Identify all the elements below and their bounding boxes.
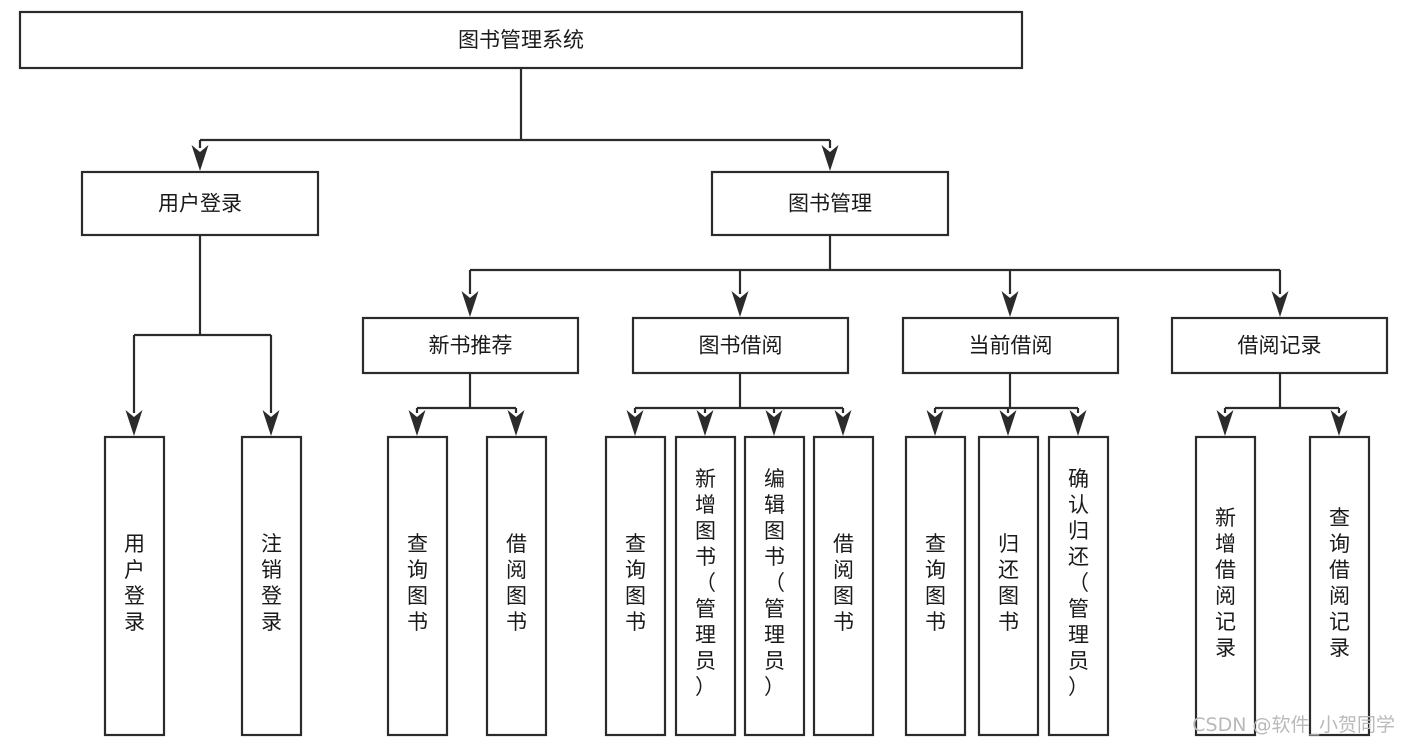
node-layer: 图书管理系统用户登录图书管理新书推荐图书借阅当前借阅借阅记录用户登录注销登录查询… — [18, 10, 1389, 737]
arrowhead-icon — [926, 410, 944, 436]
node-label: 新书推荐 — [429, 334, 513, 358]
node-box[interactable] — [485, 435, 548, 737]
connector-borrow-record — [1216, 373, 1348, 436]
arrowhead-icon — [1216, 410, 1234, 436]
node-box[interactable] — [103, 435, 166, 737]
node-leaf-leaf-query-book-borrow[interactable]: 查询图书 — [604, 435, 667, 737]
node-label: 图书借阅 — [699, 334, 783, 358]
node-box[interactable] — [812, 435, 875, 737]
arrowhead-icon — [765, 410, 783, 436]
node-leaf-leaf-borrow-book[interactable]: 借阅图书 — [812, 435, 875, 737]
node-box[interactable] — [1194, 435, 1257, 737]
arrowhead-icon — [731, 291, 749, 317]
arrowhead-icon — [191, 145, 209, 171]
node-leaf-leaf-logout[interactable]: 注销登录 — [240, 435, 303, 737]
node-label: 借阅图书 — [833, 532, 854, 634]
node-box[interactable] — [674, 435, 737, 737]
node-box[interactable] — [710, 170, 950, 237]
node-box[interactable] — [901, 316, 1120, 375]
node-level2-book-manage[interactable]: 图书管理 — [710, 170, 950, 237]
node-box[interactable] — [904, 435, 967, 737]
arrowhead-icon — [834, 410, 852, 436]
node-box[interactable] — [977, 435, 1040, 737]
node-box[interactable] — [240, 435, 303, 737]
node-leaf-leaf-confirm-return[interactable]: 确认归还（管理员） — [1047, 435, 1110, 737]
node-label: 注销登录 — [261, 532, 282, 634]
arrowhead-icon — [507, 410, 525, 436]
node-box[interactable] — [1308, 435, 1371, 737]
node-label: 查询图书 — [925, 532, 946, 634]
node-level2-user-login[interactable]: 用户登录 — [80, 170, 320, 237]
node-label: 用户登录 — [124, 532, 145, 634]
node-box[interactable] — [631, 316, 850, 375]
node-label: 编辑图书（管理员） — [764, 467, 785, 699]
connector-root — [191, 68, 839, 171]
node-box[interactable] — [604, 435, 667, 737]
node-label: 借阅图书 — [506, 532, 527, 634]
node-label: 用户登录 — [158, 192, 242, 216]
node-label: 当前借阅 — [969, 334, 1053, 358]
node-box[interactable] — [386, 435, 449, 737]
connector-user-login — [125, 235, 280, 436]
arrowhead-icon — [1069, 410, 1087, 436]
node-leaf-leaf-borrow-book-rec[interactable]: 借阅图书 — [485, 435, 548, 737]
arrowhead-icon — [262, 410, 280, 436]
node-label: 查询图书 — [625, 532, 646, 634]
arrowhead-icon — [408, 410, 426, 436]
node-label: 查询借阅记录 — [1329, 506, 1350, 660]
node-leaf-leaf-query-record[interactable]: 查询借阅记录 — [1308, 435, 1371, 737]
node-leaf-leaf-edit-book[interactable]: 编辑图书（管理员） — [743, 435, 806, 737]
connector-book-borrow — [626, 373, 852, 436]
arrowhead-icon — [696, 410, 714, 436]
arrowhead-icon — [1001, 291, 1019, 317]
node-leaf-leaf-query-book-rec[interactable]: 查询图书 — [386, 435, 449, 737]
node-label: 归还图书 — [998, 532, 1019, 634]
arrowhead-icon — [461, 291, 479, 317]
node-label: 图书管理 — [788, 192, 872, 216]
node-leaf-leaf-add-record[interactable]: 新增借阅记录 — [1194, 435, 1257, 737]
arrowhead-icon — [999, 410, 1017, 436]
csdn-watermark: CSDN @软件_小贺同学 — [1192, 714, 1395, 736]
node-box[interactable] — [743, 435, 806, 737]
node-level3-book-borrow[interactable]: 图书借阅 — [631, 316, 850, 375]
node-label: 新增借阅记录 — [1215, 506, 1236, 660]
connector-current-borrow — [926, 373, 1087, 436]
node-box[interactable] — [361, 316, 580, 375]
node-label: 借阅记录 — [1238, 334, 1322, 358]
node-label: 新增图书（管理员） — [695, 467, 716, 699]
node-label: 图书管理系统 — [458, 28, 584, 52]
node-leaf-leaf-add-book[interactable]: 新增图书（管理员） — [674, 435, 737, 737]
connector-new-book-rec — [408, 373, 525, 436]
node-level3-current-borrow[interactable]: 当前借阅 — [901, 316, 1120, 375]
node-level3-new-book-rec[interactable]: 新书推荐 — [361, 316, 580, 375]
node-label: 查询图书 — [407, 532, 428, 634]
node-leaf-leaf-query-book-cur[interactable]: 查询图书 — [904, 435, 967, 737]
arrowhead-icon — [125, 410, 143, 436]
node-root-root[interactable]: 图书管理系统 — [18, 10, 1024, 70]
node-box[interactable] — [1047, 435, 1110, 737]
node-box[interactable] — [80, 170, 320, 237]
arrowhead-icon — [821, 145, 839, 171]
node-box[interactable] — [1170, 316, 1389, 375]
arrowhead-icon — [1271, 291, 1289, 317]
node-box[interactable] — [18, 10, 1024, 70]
arrowhead-icon — [1330, 410, 1348, 436]
node-level3-borrow-record[interactable]: 借阅记录 — [1170, 316, 1389, 375]
arrowhead-icon — [626, 410, 644, 436]
connector-layer — [125, 68, 1348, 436]
node-label: 确认归还（管理员） — [1068, 467, 1089, 699]
node-leaf-leaf-user-login[interactable]: 用户登录 — [103, 435, 166, 737]
node-leaf-leaf-return-book[interactable]: 归还图书 — [977, 435, 1040, 737]
connector-book-manage — [461, 235, 1289, 317]
